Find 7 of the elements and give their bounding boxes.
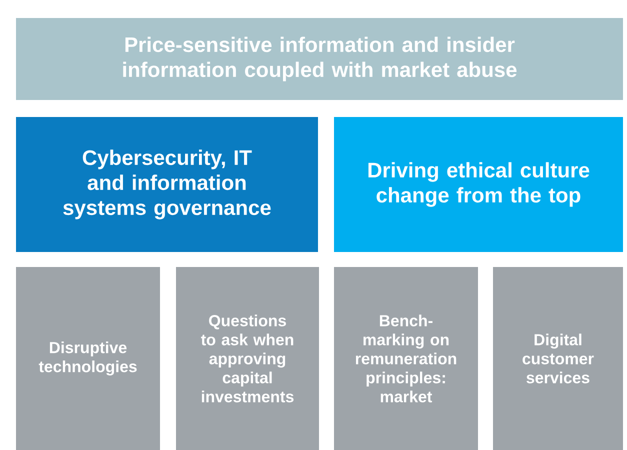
subtopic-box: Bench-marking on remuneration principles: market <box>334 267 478 450</box>
subtopic-box: Digital customer services <box>493 267 623 450</box>
topic-box: Driving ethical culture change from the top <box>334 117 623 252</box>
subtopic-box: Disruptive technologies <box>16 267 160 450</box>
topic-box: Cybersecurity, IT and information systems governance <box>16 117 318 252</box>
banner: Price-sensitive information and insider information coupled with market abuse <box>16 18 623 100</box>
subtopic-box: Questions to ask when approving capital investments <box>176 267 319 450</box>
